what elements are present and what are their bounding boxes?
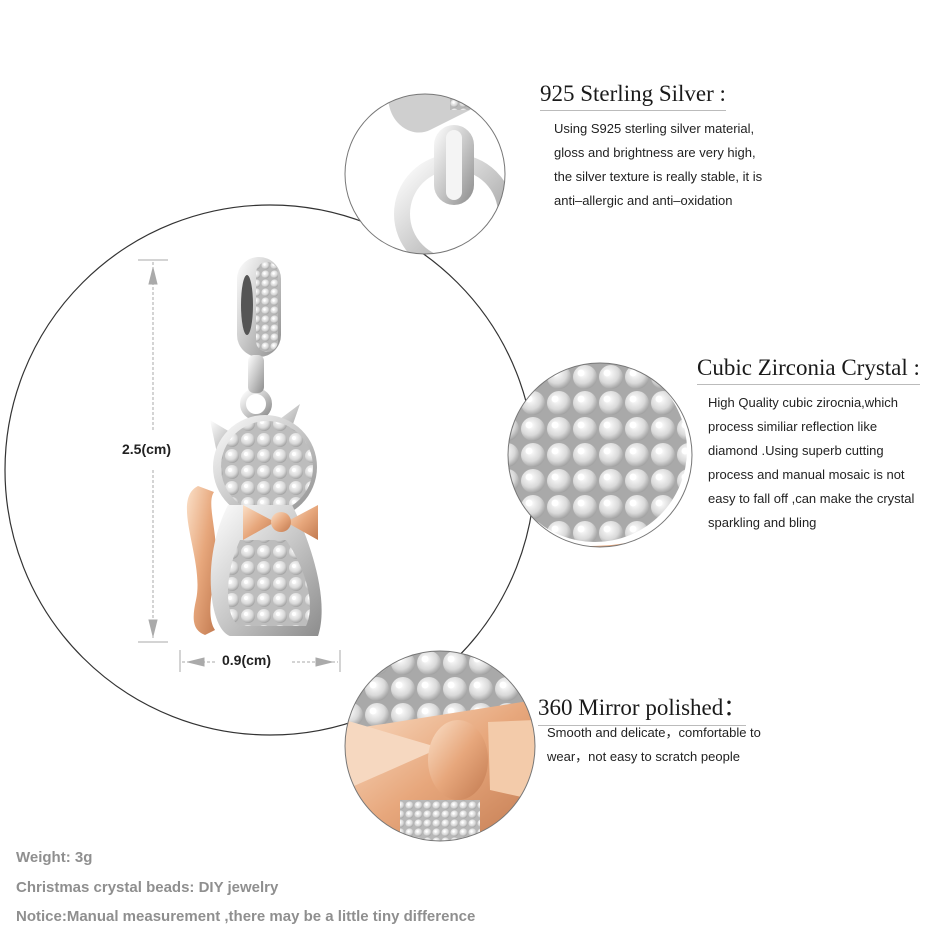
detail-circle-zirconia <box>507 362 693 548</box>
height-label: 2.5(cm) <box>122 441 172 457</box>
feature-desc-mirror-polished: Smooth and delicate，comfortable to wear，… <box>547 721 761 769</box>
width-label: 0.9(cm) <box>222 652 272 668</box>
feature-title-sterling-silver: 925 Sterling Silver : <box>540 81 726 111</box>
desc-line: wear，not easy to scratch people <box>547 749 740 764</box>
desc-line: sparkling and bling <box>708 515 817 530</box>
desc-line: gloss and brightness are very high, <box>554 145 756 160</box>
desc-line: the silver texture is really stable, it … <box>554 169 763 184</box>
desc-line: Using S925 sterling silver material, <box>554 121 755 136</box>
detail-circle-polished <box>344 650 536 842</box>
feature-desc-sterling-silver: Using S925 sterling silver material, glo… <box>554 117 762 213</box>
charm-bail <box>237 257 281 420</box>
desc-line: easy to fall off ,can make the crystal <box>708 491 915 506</box>
desc-line: High Quality cubic zirocnia,which <box>708 395 899 410</box>
height-dimension-line <box>138 259 168 643</box>
desc-line: diamond .Using superb cutting <box>708 443 884 458</box>
desc-line: process similiar reflection like <box>708 419 878 434</box>
cat-charm <box>186 404 322 636</box>
footer-notice: Notice:Manual measurement ,there may be … <box>16 908 476 925</box>
detail-circle-silver <box>344 93 506 255</box>
feature-title-mirror-polished: 360 Mirror polished： <box>538 688 747 726</box>
desc-line: anti–allergic and anti–oxidation <box>554 193 733 208</box>
bow <box>243 505 318 540</box>
feature-desc-cubic-zirconia: High Quality cubic zirocnia,which proces… <box>708 391 914 535</box>
feature-title-cubic-zirconia: Cubic Zirconia Crystal : <box>697 355 920 385</box>
footer-category: Christmas crystal beads: DIY jewelry <box>16 879 279 896</box>
footer-weight: Weight: 3g <box>16 849 93 866</box>
desc-line: Smooth and delicate，comfortable to <box>547 725 761 740</box>
desc-line: process and manual mosaic is not <box>708 467 905 482</box>
width-dimension-line <box>179 650 341 672</box>
